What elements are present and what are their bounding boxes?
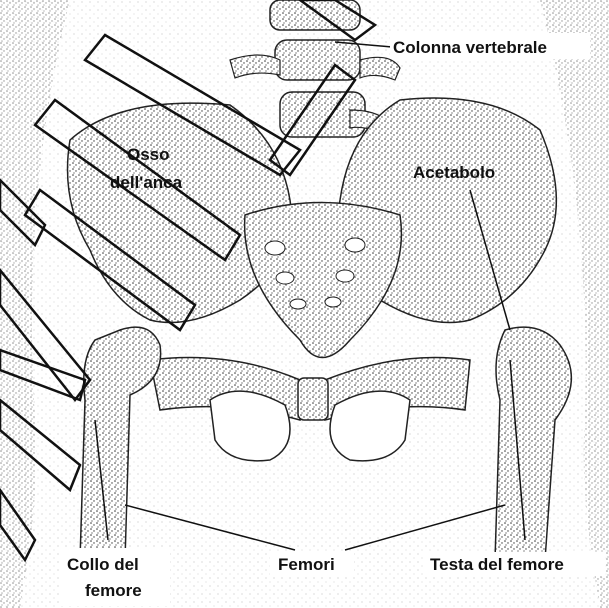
femurs-label: Femori: [278, 555, 335, 574]
femoral-neck-label-line1: Collo del: [67, 555, 139, 574]
acetabulum-label: Acetabolo: [413, 163, 495, 182]
hip-bone-label-line2: dell'anca: [110, 173, 183, 192]
femoral-neck-label-line2: femore: [85, 581, 142, 600]
spine-label: Colonna vertebrale: [393, 38, 547, 57]
femoral-head-label: Testa del femore: [430, 555, 564, 574]
hip-bone-label-line1: Osso: [127, 145, 170, 164]
